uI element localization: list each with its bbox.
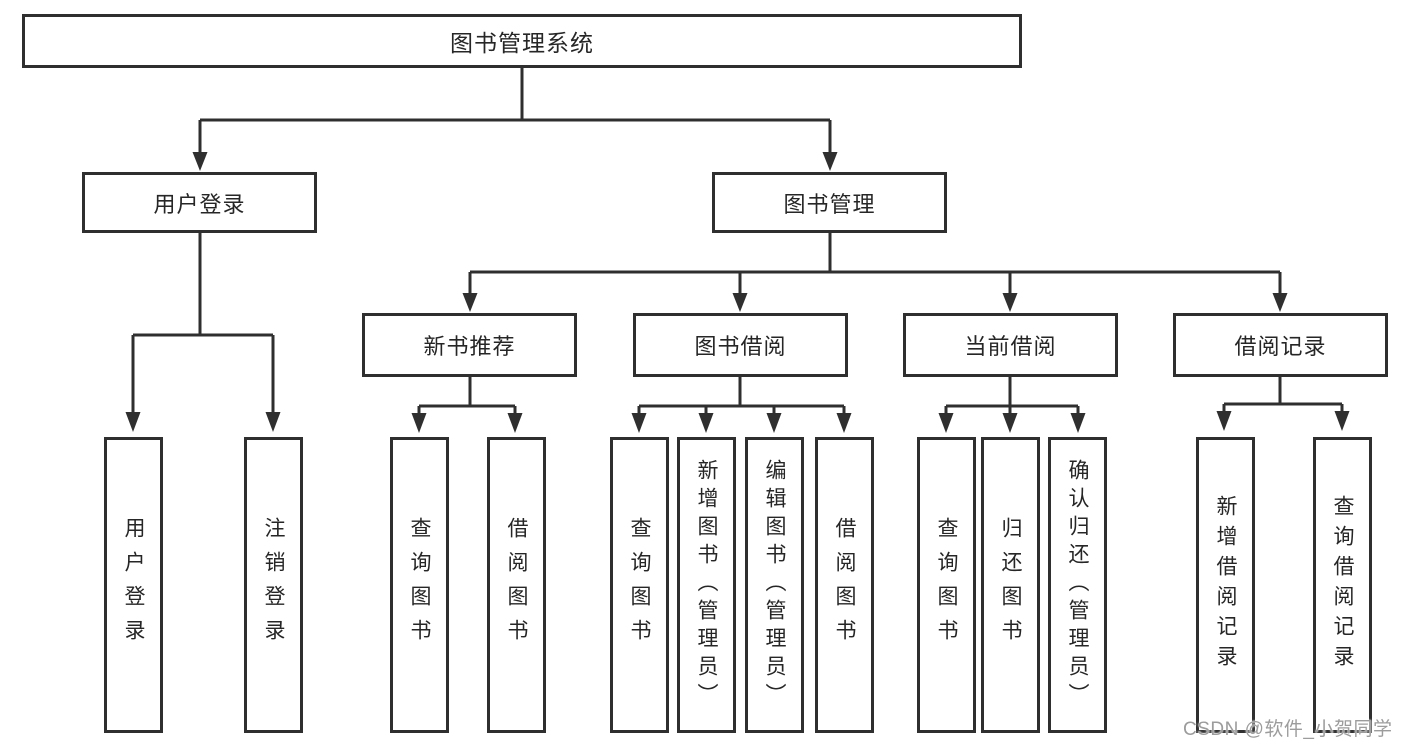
node-user-login: 用户登录 xyxy=(82,172,317,233)
arrowhead-new-book-rec xyxy=(462,293,478,312)
arrowhead-bb-query xyxy=(631,413,647,433)
leaf-add-books-admin: 新增图书（管理员） xyxy=(677,437,736,733)
leaf-logout: 注销登录 xyxy=(244,437,303,733)
arrowhead-bb-edit xyxy=(766,413,782,433)
connector-currentborrow-to-leaves xyxy=(944,377,1080,413)
arrowhead-br-query xyxy=(1334,411,1350,431)
connector-root-to-level2 xyxy=(198,68,832,154)
arrowhead-br-add xyxy=(1216,411,1232,431)
arrowhead-book-borrow xyxy=(732,293,748,312)
arrowhead-nbr-query xyxy=(411,413,427,433)
node-book-borrowing: 图书借阅 xyxy=(633,313,848,377)
node-borrowing-records: 借阅记录 xyxy=(1173,313,1388,377)
leaf-query-books-current: 查询图书 xyxy=(917,437,976,733)
arrowhead-leaf-login xyxy=(125,412,141,432)
node-new-book-recommendation: 新书推荐 xyxy=(362,313,577,377)
leaf-add-borrow-record: 新增借阅记录 xyxy=(1196,437,1255,733)
csdn-watermark: CSDN @软件_小贺同学 xyxy=(1183,719,1393,740)
leaf-confirm-return-admin: 确认归还（管理员） xyxy=(1048,437,1107,733)
arrowhead-book-mgmt xyxy=(822,152,838,171)
arrowhead-bb-borrow xyxy=(836,413,852,433)
arrowhead-cb-query xyxy=(938,413,954,433)
connector-bookborrow-to-leaves xyxy=(637,377,846,413)
arrowhead-nbr-borrow xyxy=(507,413,523,433)
arrowhead-user-login xyxy=(192,152,208,171)
arrowhead-current-borrow xyxy=(1002,293,1018,312)
arrowhead-cb-return xyxy=(1002,413,1018,433)
leaf-query-books-borrow: 查询图书 xyxy=(610,437,669,733)
leaf-return-books: 归还图书 xyxy=(981,437,1040,733)
leaf-user-login: 用户登录 xyxy=(104,437,163,733)
connector-userlogin-to-leaves xyxy=(131,233,275,414)
connector-mgmt-to-level3 xyxy=(468,233,1282,295)
connector-newbookrec-to-leaves xyxy=(417,377,517,413)
connector-borrowrecords-to-leaves xyxy=(1222,377,1344,411)
leaf-query-books-recommend: 查询图书 xyxy=(390,437,449,733)
arrowhead-cb-confirm xyxy=(1070,413,1086,433)
leaf-query-borrow-record: 查询借阅记录 xyxy=(1313,437,1372,733)
node-book-management: 图书管理 xyxy=(712,172,947,233)
leaf-borrow-books-recommend: 借阅图书 xyxy=(487,437,546,733)
arrowhead-leaf-logout xyxy=(265,412,281,432)
node-root-system: 图书管理系统 xyxy=(22,14,1022,68)
leaf-edit-books-admin: 编辑图书（管理员） xyxy=(745,437,804,733)
arrowhead-bb-add xyxy=(698,413,714,433)
arrowhead-borrow-records xyxy=(1272,293,1288,312)
leaf-borrow-books: 借阅图书 xyxy=(815,437,874,733)
node-current-borrowing: 当前借阅 xyxy=(903,313,1118,377)
